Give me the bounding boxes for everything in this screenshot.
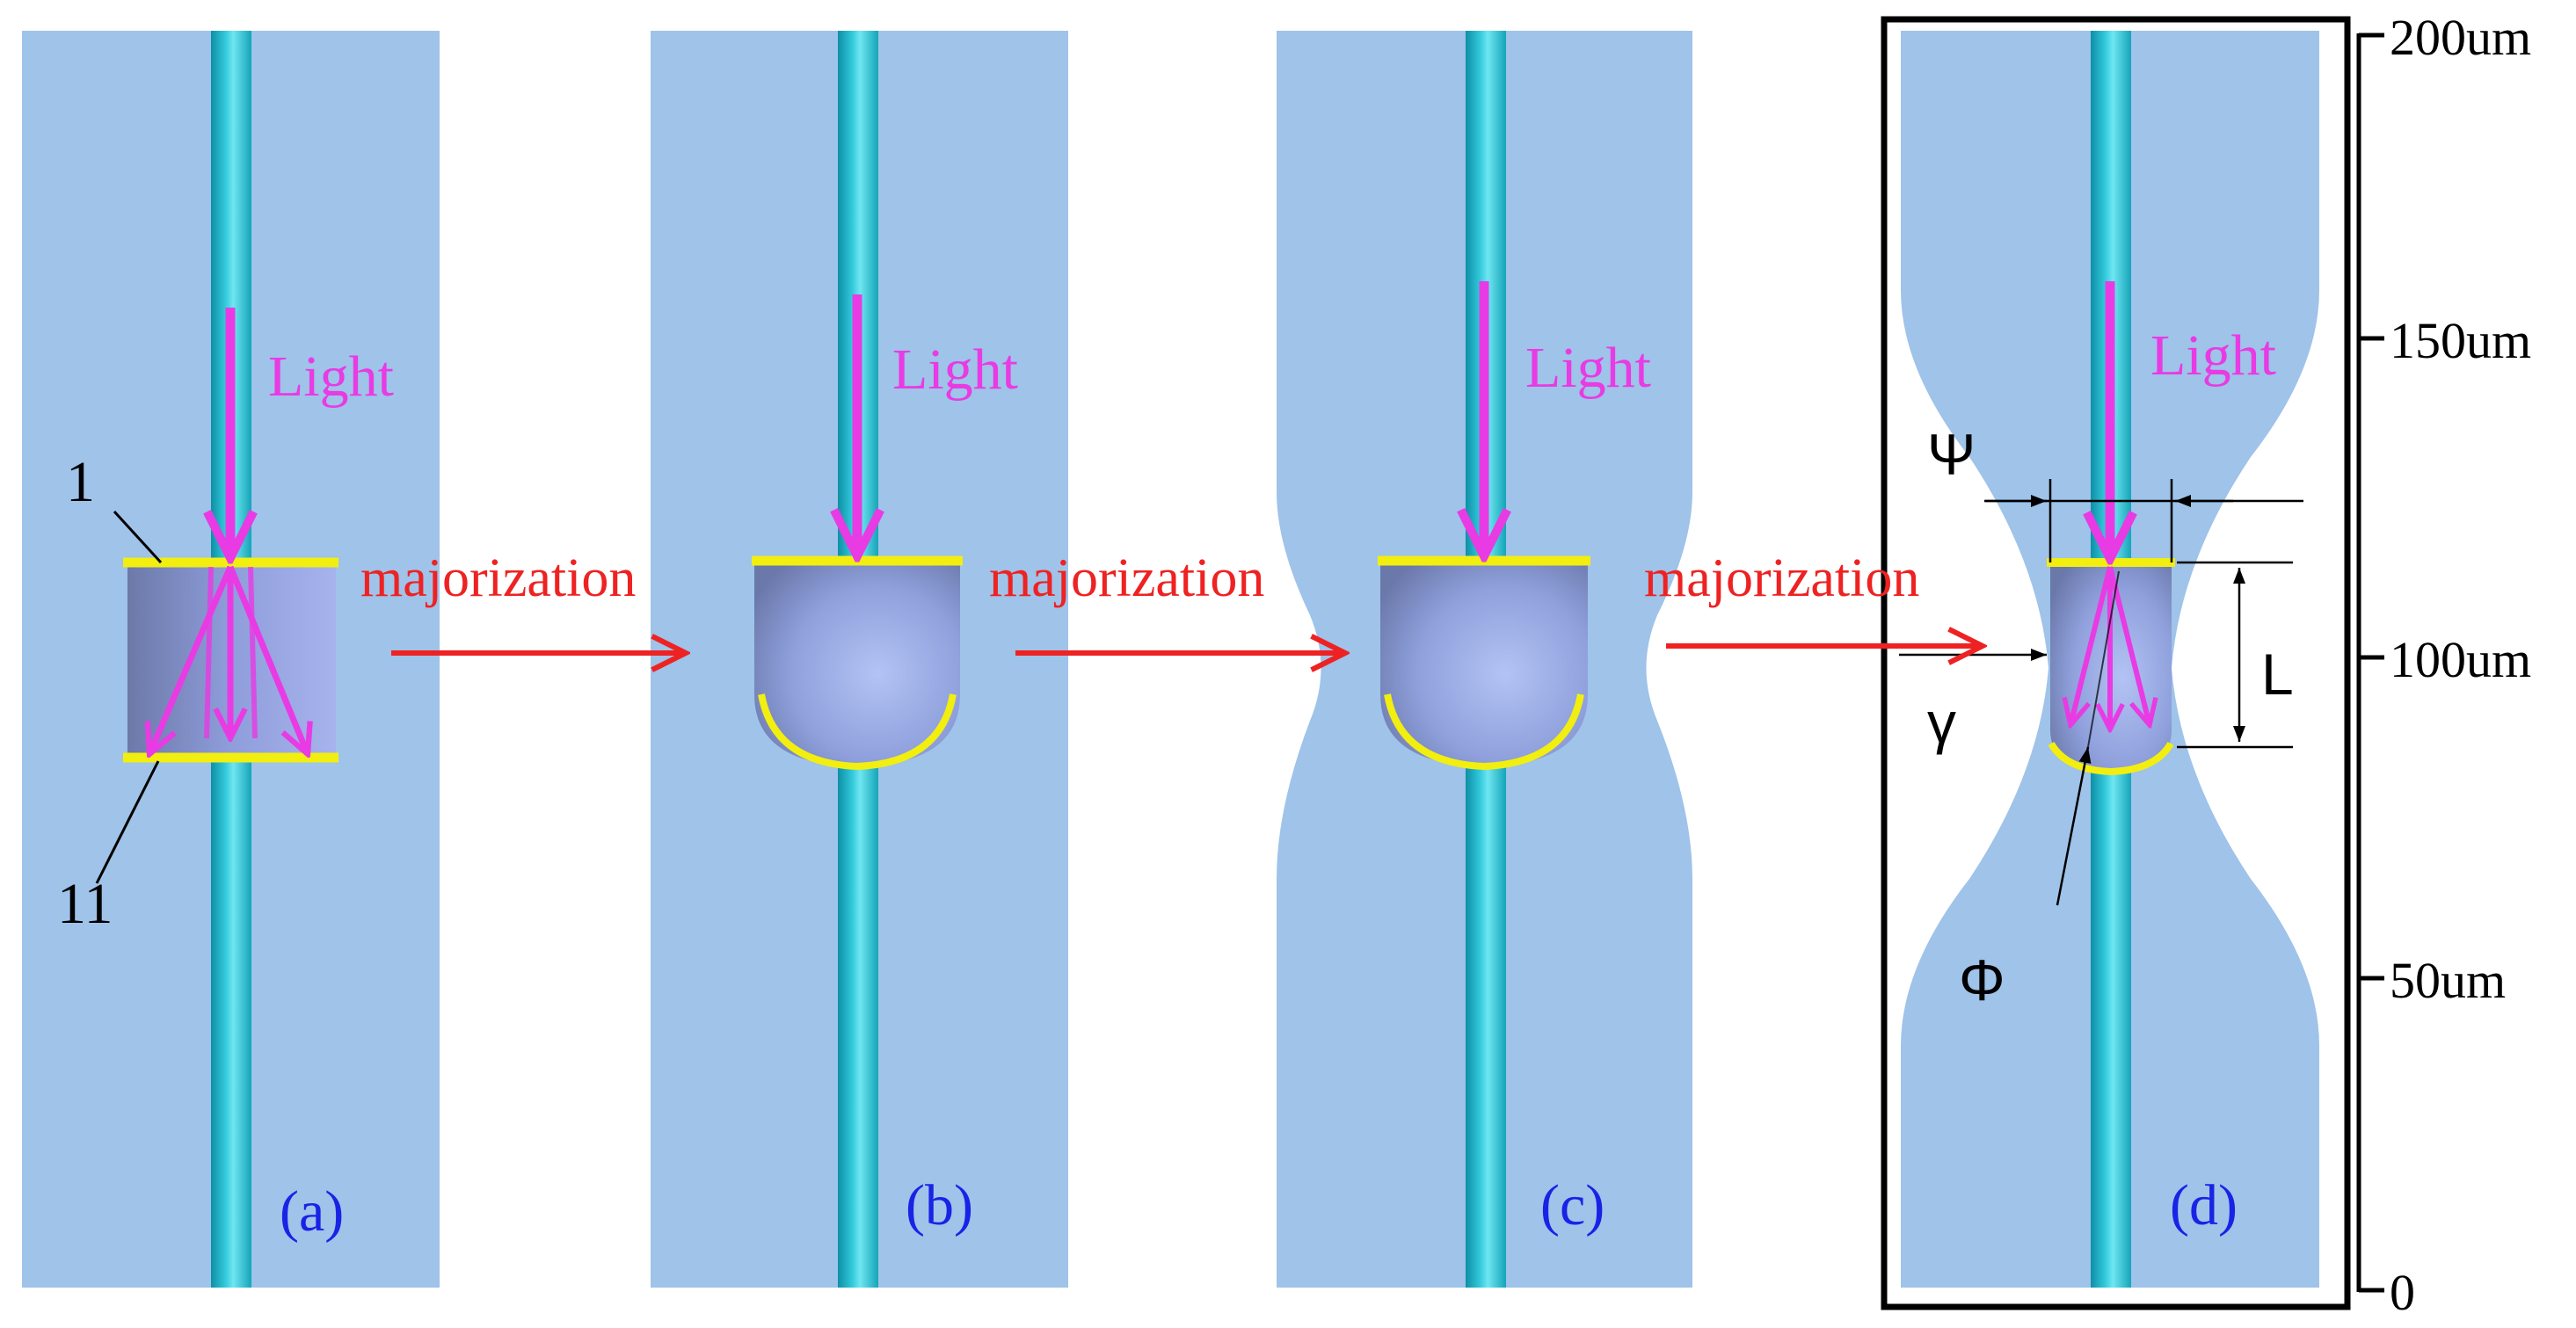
ray <box>204 566 214 739</box>
transition-3: majorization <box>1644 548 1983 646</box>
subfigure-label: (b) <box>906 1173 973 1237</box>
panel-c: Light (c) <box>1277 31 1692 1288</box>
panel-d-frame <box>1881 16 2351 1310</box>
ray <box>248 566 258 739</box>
transition-label: majorization <box>989 548 1264 608</box>
panel-b: Light (b) <box>651 31 1068 1288</box>
part-label-1: 1 <box>66 450 95 514</box>
subfigure-label: (a) <box>280 1179 344 1244</box>
light-label: Light <box>268 345 394 409</box>
panel-d: Light Ψ γ L Φ (d) <box>1881 16 2351 1310</box>
ray <box>2070 566 2113 725</box>
psi-symbol: Ψ <box>1927 422 1976 487</box>
mirror-curved <box>758 693 957 771</box>
ray <box>227 565 308 754</box>
scale-label: 50um <box>2390 952 2506 1009</box>
ray <box>149 565 234 754</box>
part-label-11: 11 <box>57 872 113 936</box>
phi-symbol: Φ <box>1959 947 2005 1012</box>
panel-a: Light 1 11 (a) <box>22 31 440 1288</box>
leader-line <box>113 510 163 564</box>
lens-dome <box>1380 561 1588 766</box>
light-label: Light <box>892 337 1018 402</box>
transition-label: majorization <box>1644 548 1919 608</box>
phi-pointer <box>2087 570 2120 748</box>
scale-label: 150um <box>2390 312 2531 369</box>
mirror-curved <box>2048 741 2174 776</box>
transition-label: majorization <box>360 548 636 608</box>
transition-1: majorization <box>360 548 686 653</box>
scale-label: 0 <box>2390 1264 2415 1321</box>
light-label: Light <box>2150 323 2276 388</box>
lens-dome <box>754 561 960 766</box>
scale-label: 200um <box>2390 9 2531 66</box>
ray <box>2107 566 2150 725</box>
gamma-symbol: γ <box>1927 690 1956 755</box>
subfigure-label: (c) <box>1540 1173 1605 1237</box>
transition-2: majorization <box>989 548 1345 653</box>
leader-line <box>95 760 160 884</box>
phi-pointer <box>2056 746 2092 906</box>
scale-bar: 200um 150um 100um 50um 0 <box>2356 9 2531 1321</box>
length-symbol: L <box>2261 642 2294 707</box>
mirror-curved <box>1384 693 1584 771</box>
light-label: Light <box>1525 336 1651 400</box>
scale-label: 100um <box>2390 631 2531 688</box>
subfigure-label: (d) <box>2170 1173 2238 1237</box>
